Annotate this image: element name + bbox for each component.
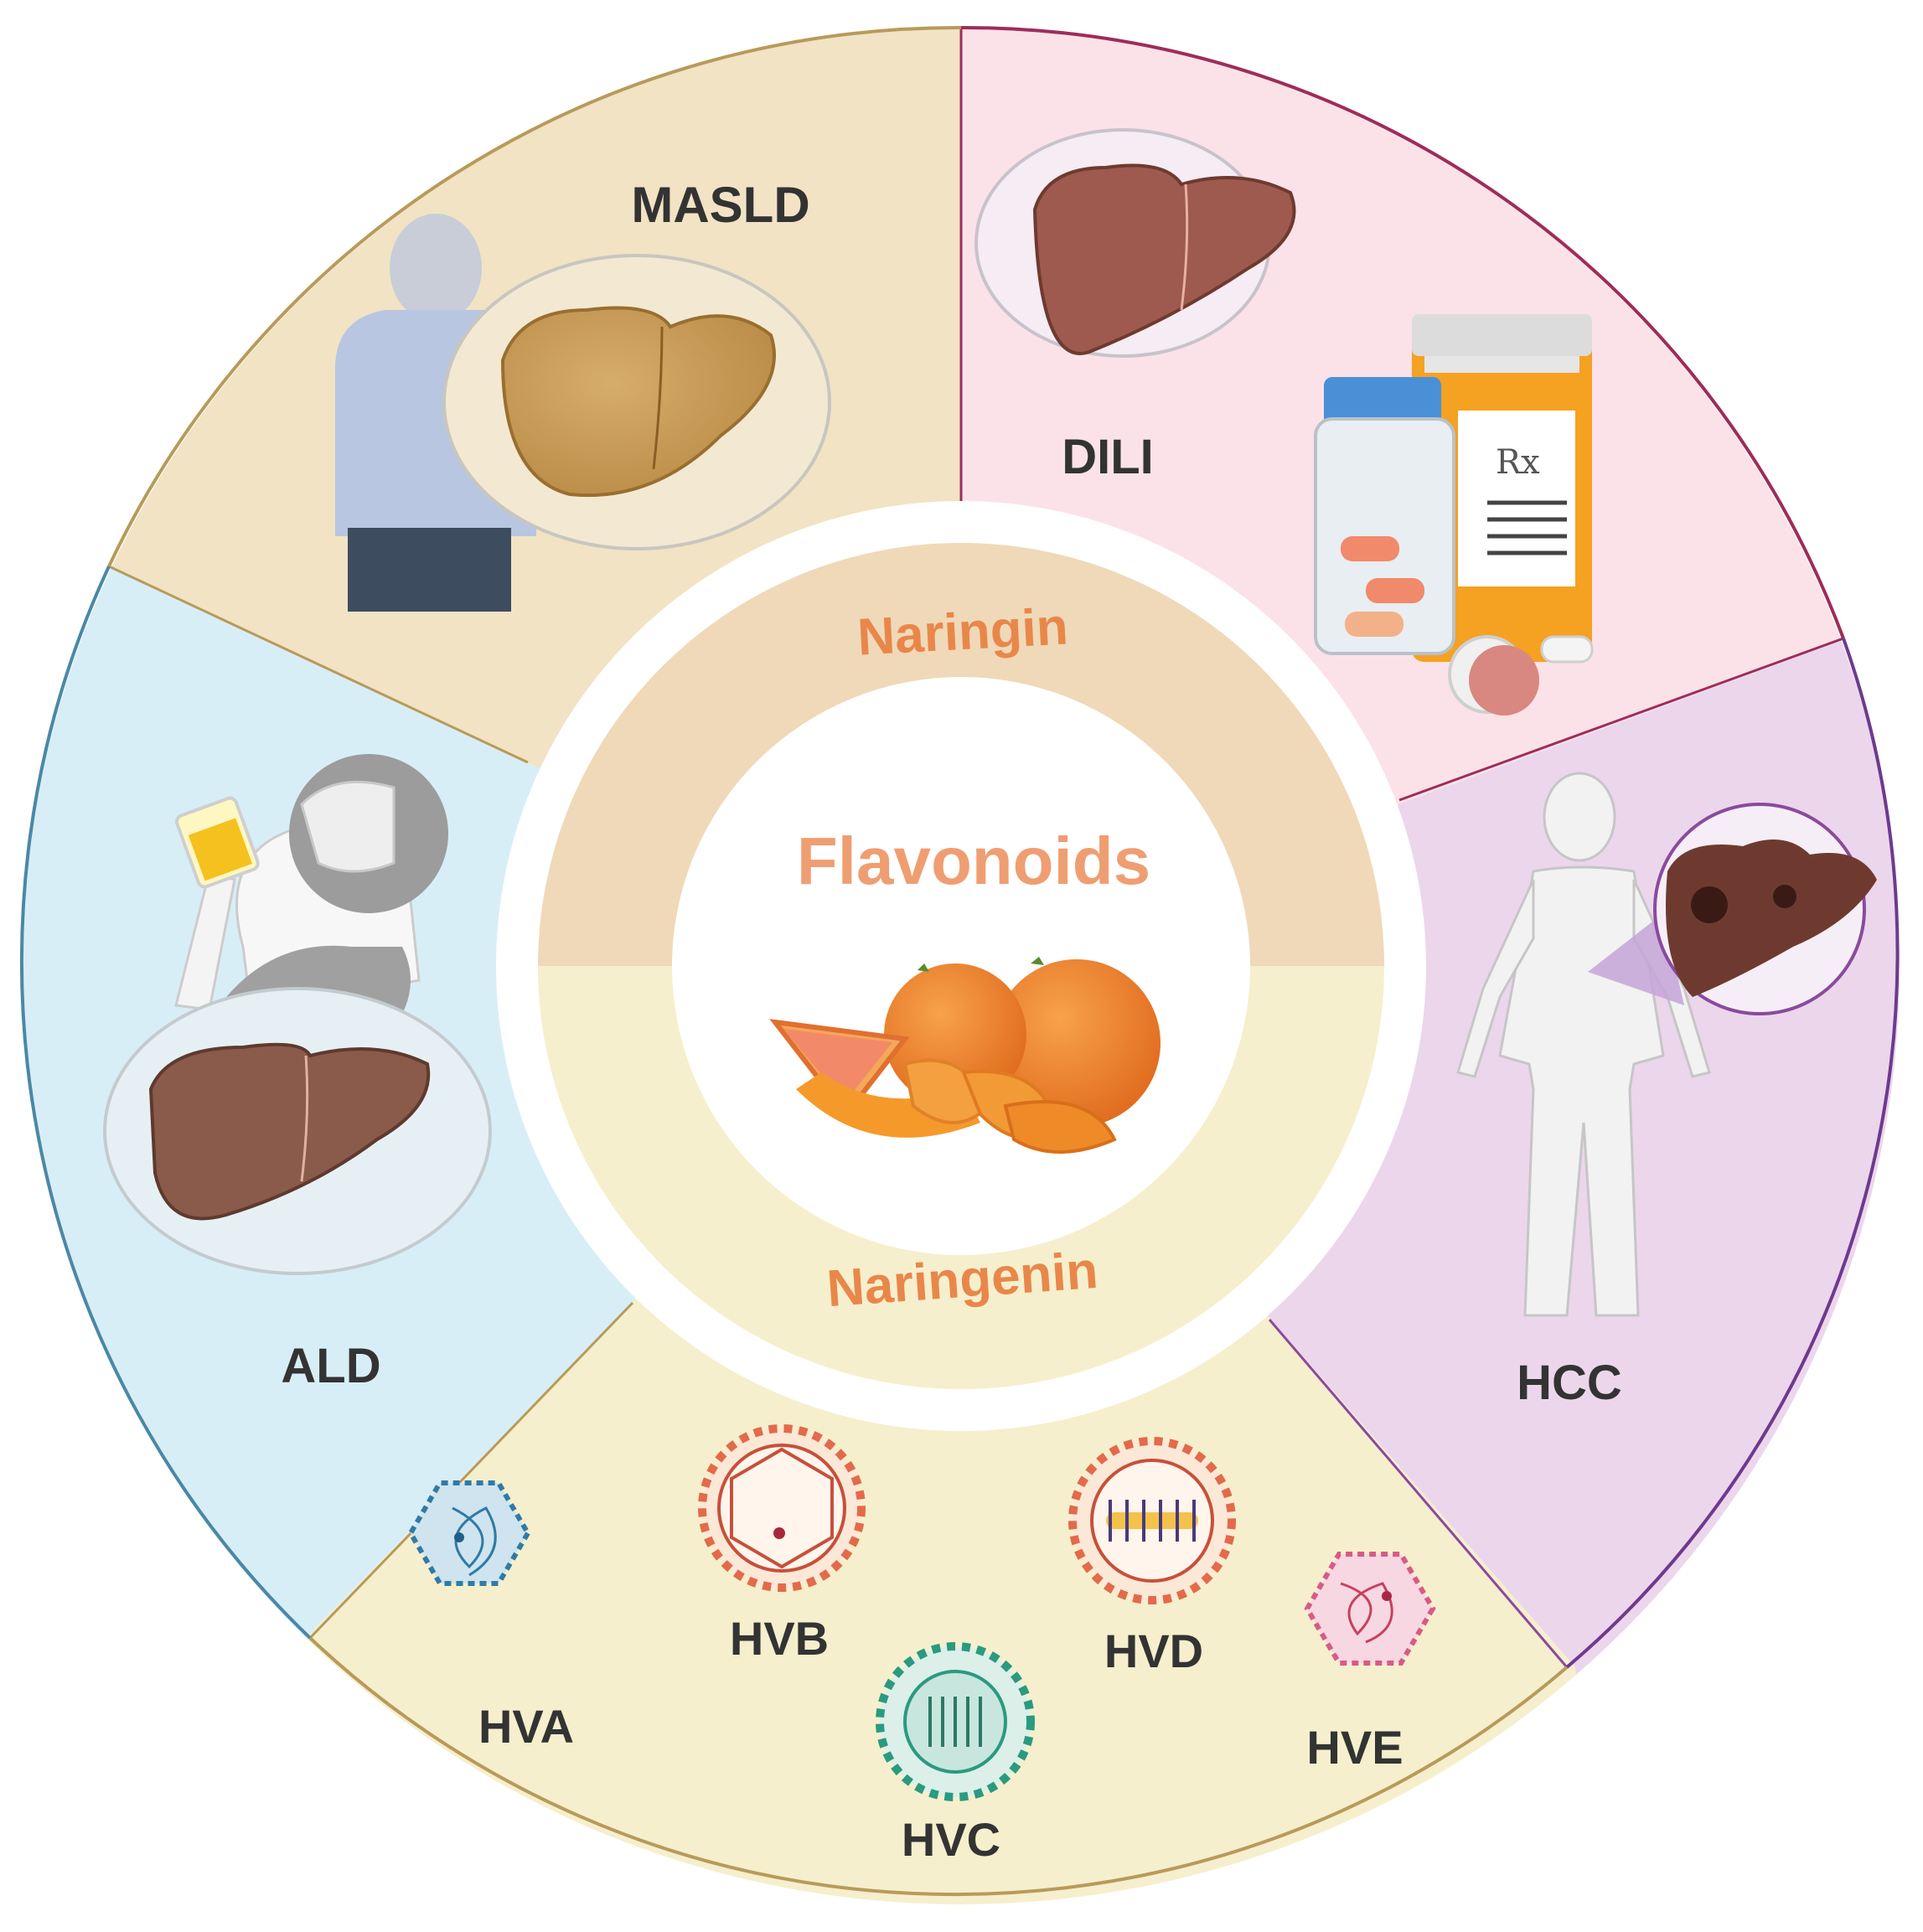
segment-dividers [108,28,1844,1668]
naringin-label: Naringin [856,597,1070,666]
ring-band-lower [538,966,1384,1389]
segment-viral [251,966,1592,1904]
hcc-liver-icon [1588,803,1877,1015]
dili-pill-bottles-icon: Rx [1314,314,1594,715]
segment-label-hcc: HCC [1517,1356,1622,1410]
dili-liver-icon [974,128,1296,358]
outer-border [20,25,1900,1897]
ring-band-upper [538,543,1384,966]
segment-label-masld: MASLD [631,177,809,233]
virus-label-hve: HVE [1306,1721,1403,1774]
hvc-virus-icon [876,1642,1035,1801]
virus-label-hvc: HVC [902,1813,1000,1866]
virus-label-hva: HVA [478,1700,574,1753]
hve-virus-icon [1304,1552,1436,1666]
hva-virus-icon [407,1480,531,1586]
segment-label-ald: ALD [281,1339,380,1393]
masld-liver-icon [442,254,831,550]
rx-symbol: Rx [1496,443,1540,482]
center-title: Flavonoids [797,824,1150,898]
orange-fruit-icon [769,957,1161,1154]
segment-label-dili: DILI [1062,430,1154,484]
hvd-virus-icon [1068,1437,1236,1604]
virus-label-hvb: HVB [730,1612,829,1665]
ald-liver-icon [103,987,492,1275]
virus-label-hvd: HVD [1104,1625,1203,1677]
hvb-virus-icon [698,1424,866,1592]
